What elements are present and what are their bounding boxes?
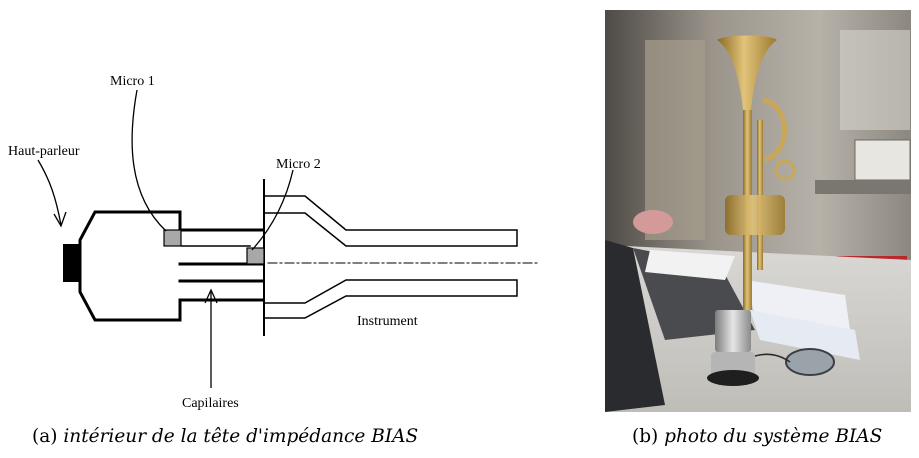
photo-laptop-screen (605, 240, 665, 412)
photo-door (645, 40, 705, 240)
haut-parleur-label: Haut-parleur (8, 144, 80, 159)
caption-a-text: intérieur de la tête d'impédance BIAS (63, 426, 419, 447)
micro1-leader (131, 89, 167, 232)
photo-trumpet-slide (762, 97, 788, 163)
instrument-duct-bottom (263, 279, 518, 319)
photo-side-table (815, 180, 911, 194)
capilaires-arrowhead (204, 288, 218, 304)
capilaires-label: Capilaires (182, 396, 239, 411)
speaker-cavity (78, 210, 182, 322)
photo-bias-foot (707, 370, 759, 386)
caption-b-text: photo du système BIAS (664, 426, 883, 447)
haut-parleur-arrow (37, 159, 62, 226)
micro2-leader (251, 169, 294, 251)
caption-a: (a) intérieur de la tête d'impédance BIA… (32, 426, 418, 447)
micro2-sensor (246, 247, 265, 265)
micro1-label: Micro 1 (110, 74, 155, 89)
photo-paper-3 (750, 310, 860, 360)
impedance-head-diagram: Micro 1 Micro 2 Haut-parleur Capilaires … (8, 74, 538, 411)
photo-trumpet-bell (717, 35, 777, 110)
photo-bias-head (715, 310, 751, 352)
instrument-label: Instrument (357, 314, 418, 329)
photo-paper-1 (645, 250, 735, 280)
photo-poster (854, 139, 911, 181)
haut-parleur-arrowhead (53, 211, 67, 228)
photo-trumpet-valves (725, 195, 785, 235)
caption-b-prefix: (b) (632, 426, 665, 447)
caption-b: (b) photo du système BIAS (632, 426, 882, 447)
bias-system-photo (605, 10, 911, 412)
caption-a-prefix: (a) (32, 426, 64, 447)
photo-trumpet-ring (774, 159, 796, 181)
loudspeaker (63, 244, 81, 282)
photo-window (840, 30, 910, 130)
micro2-label: Micro 2 (276, 157, 321, 172)
photo-mouse (785, 348, 835, 376)
instrument-duct-top (263, 195, 518, 247)
micro1-sensor (163, 229, 182, 247)
photo-pink-object (633, 210, 673, 234)
photo-bias-base (711, 352, 755, 376)
